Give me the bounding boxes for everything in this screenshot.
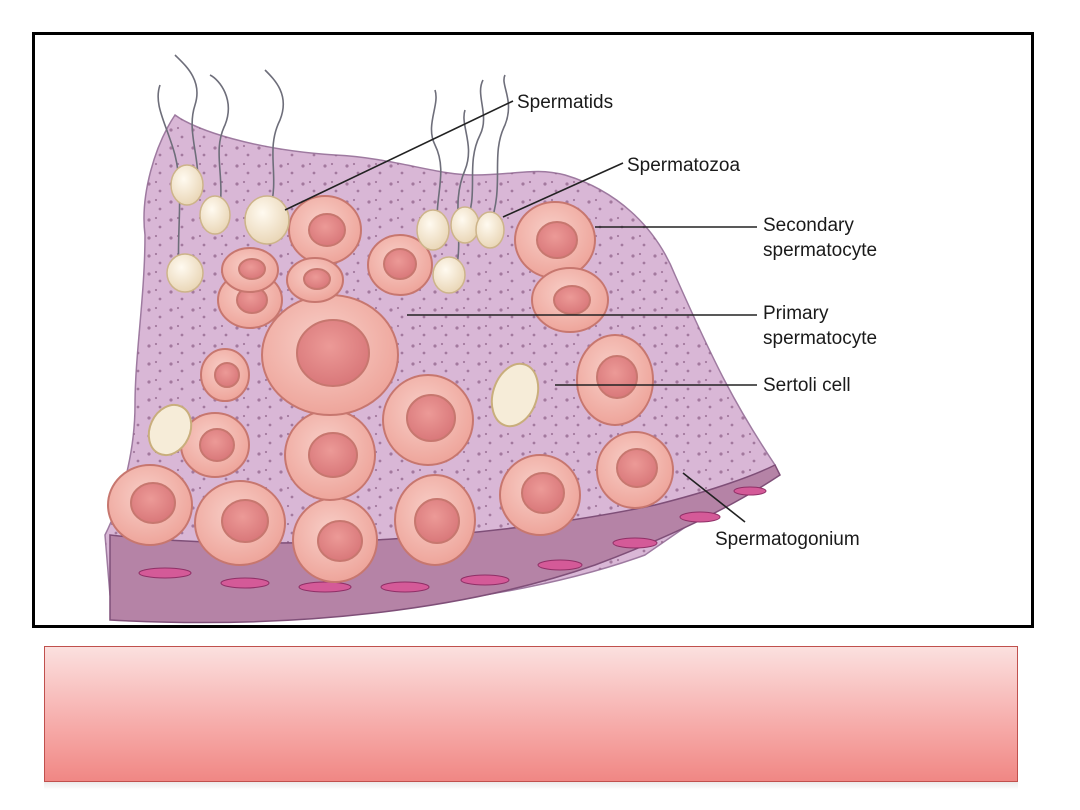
germ-cells [107, 195, 674, 583]
label-sertoli-cell: Sertoli cell [763, 375, 851, 396]
label-spermatozoa: Spermatozoa [627, 155, 741, 176]
label-spermatogonium: Spermatogonium [715, 529, 860, 550]
leader-lines [284, 100, 757, 523]
label-secondary-spermatocyte: Secondary spermatocyte [763, 215, 878, 261]
myoid-cell-nuclei [138, 486, 767, 593]
seminiferous-tubule-illustration [104, 54, 781, 624]
sertoli-cells [147, 362, 540, 457]
caption-box [44, 646, 1018, 782]
label-spermatids: Spermatids [517, 92, 614, 113]
spermatid-heads [166, 164, 505, 294]
diagram-frame: Spermatids Spermatozoa Secondary spermat… [32, 32, 1034, 628]
caption-shadow [44, 782, 1018, 790]
label-primary-spermatocyte: Primary spermatocyte [763, 303, 878, 349]
